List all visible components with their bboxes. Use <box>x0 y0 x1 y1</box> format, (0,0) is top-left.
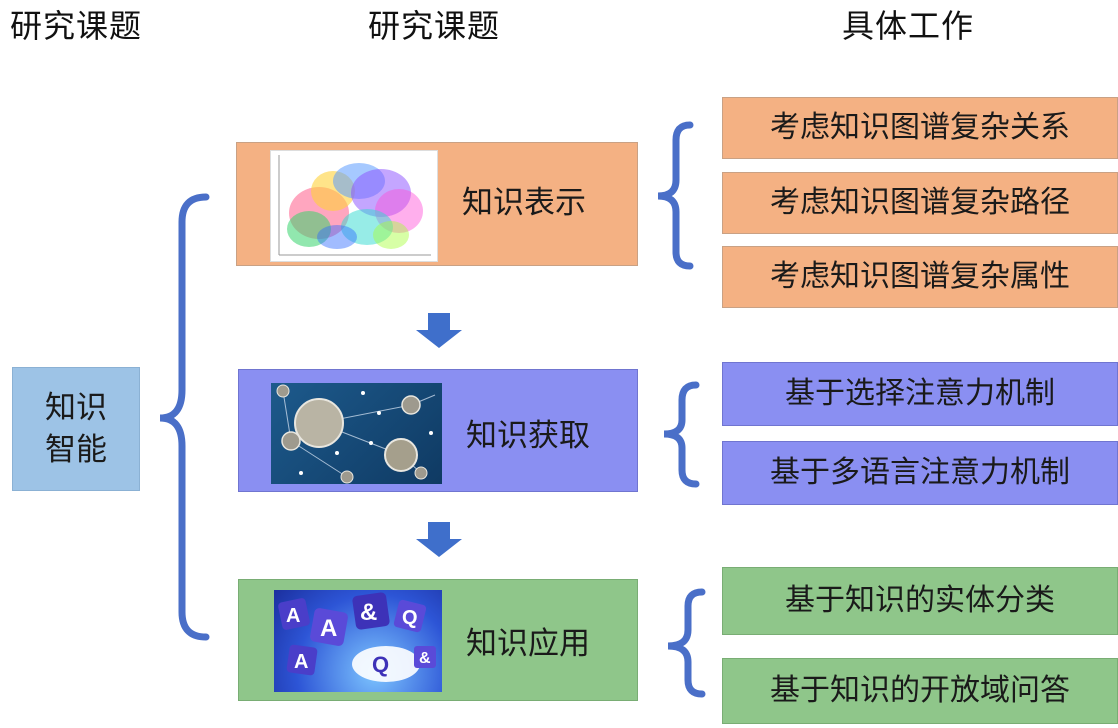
svg-text:A: A <box>286 605 300 627</box>
svg-text:&: & <box>360 599 377 626</box>
svg-text:A: A <box>320 615 337 642</box>
brace-representation <box>657 121 694 270</box>
brace-acquisition <box>663 381 700 488</box>
scatter-plot-graphic <box>278 155 431 256</box>
brace-application <box>667 588 706 698</box>
letter-dice-image: A A & Q A Q & <box>274 590 442 692</box>
work-item-complex-attributes: 考虑知识图谱复杂属性 <box>722 246 1118 308</box>
network-faces-image <box>271 383 442 484</box>
network-graphic <box>276 384 436 484</box>
root-box-knowledge-intelligence: 知识 智能 <box>12 367 140 491</box>
svg-text:Q: Q <box>372 652 389 677</box>
work-item-complex-relations: 考虑知识图谱复杂关系 <box>722 97 1118 159</box>
work-item-selective-attention: 基于选择注意力机制 <box>722 362 1118 426</box>
svg-text:Q: Q <box>402 607 418 629</box>
work-item-multilingual-attention: 基于多语言注意力机制 <box>722 441 1118 505</box>
svg-text:&: & <box>419 650 431 667</box>
topic-label-application: 知识应用 <box>466 626 590 662</box>
root-line-1: 知识 <box>45 390 107 426</box>
main-brace <box>159 193 210 641</box>
header-topic-left: 研究课题 <box>10 7 143 45</box>
arrow-down-1 <box>416 313 462 348</box>
work-item-complex-paths: 考虑知识图谱复杂路径 <box>722 172 1118 234</box>
topic-label-acquisition: 知识获取 <box>466 418 590 454</box>
header-specific-work: 具体工作 <box>842 7 975 45</box>
work-item-open-domain-qa: 基于知识的开放域问答 <box>722 658 1118 724</box>
root-line-2: 智能 <box>45 432 107 468</box>
work-item-entity-typing: 基于知识的实体分类 <box>722 567 1118 635</box>
svg-text:A: A <box>294 651 308 673</box>
embedding-scatter-image <box>270 150 438 262</box>
topic-label-representation: 知识表示 <box>462 185 586 221</box>
dice-graphic: A A & Q A Q & <box>278 592 436 682</box>
arrow-down-2 <box>416 522 462 557</box>
header-topic-middle: 研究课题 <box>368 7 501 45</box>
